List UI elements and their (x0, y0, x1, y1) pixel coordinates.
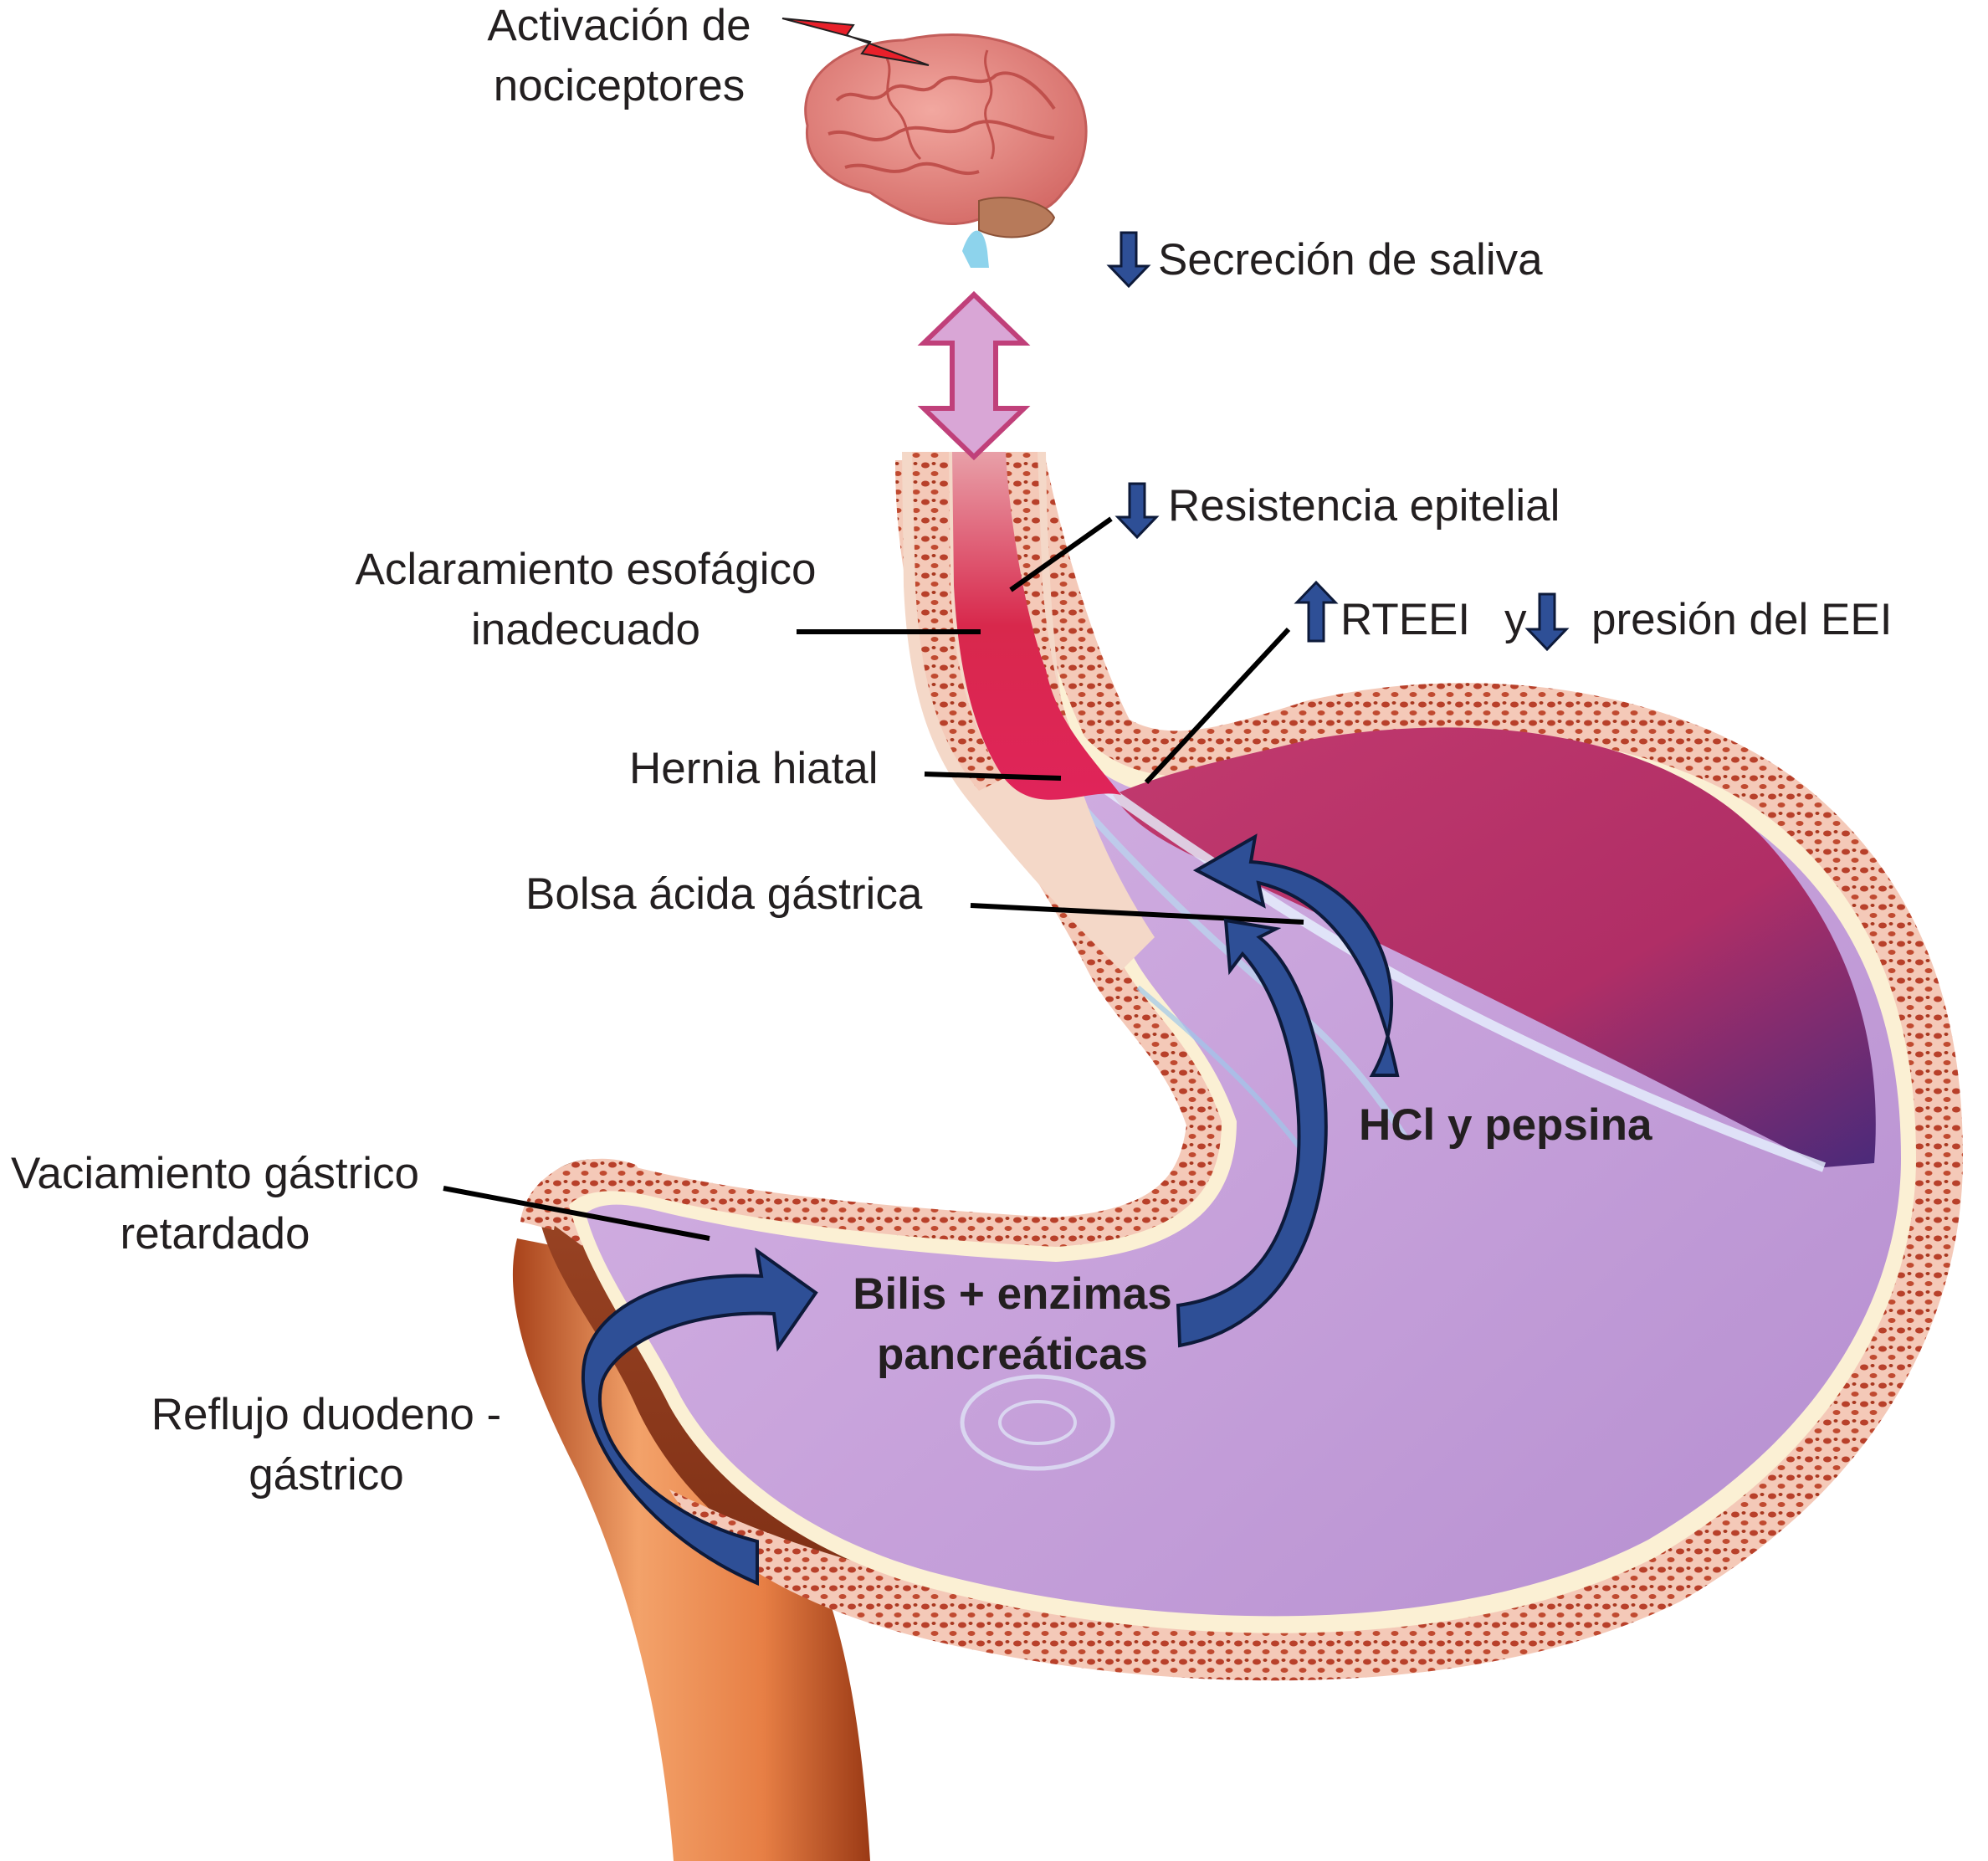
label-reflujo-line2: gástrico (248, 1450, 404, 1500)
label-hernia-hiatal: Hernia hiatal (629, 744, 879, 793)
label-resistencia-epitelial: Resistencia epitelial (1168, 481, 1560, 531)
arrow-up-icon (1294, 580, 1339, 643)
esophagus (902, 452, 1155, 971)
reflux-arrow-duodeno (581, 1247, 818, 1587)
pylorus (520, 1158, 653, 1230)
label-hcl-pepsina: HCl y pepsina (1359, 1100, 1652, 1150)
brain-icon (804, 33, 1088, 268)
label-bolsa-acida: Bolsa ácida gástrica (525, 869, 923, 919)
leader-lines (443, 516, 1304, 1241)
label-nociceptores-line2: nociceptores (493, 61, 746, 110)
duodenum (512, 1238, 870, 1861)
arrow-down-icon (1524, 592, 1570, 652)
label-vaciamiento-line1: Vaciamiento gástrico (10, 1149, 420, 1198)
label-secrecion-saliva: Secreción de saliva (1158, 235, 1543, 285)
label-nociceptores-line1: Activación de (487, 1, 751, 50)
label-bilis-line1: Bilis + enzimas (853, 1269, 1172, 1319)
label-vaciamiento-line2: retardado (120, 1209, 310, 1259)
label-rteei: RTEEI (1340, 595, 1471, 644)
stomach-lumen (569, 460, 1916, 1633)
label-bilis-line2: pancreáticas (876, 1330, 1149, 1379)
reflux-arrow-bilis-up (1176, 918, 1328, 1348)
arrow-down-icon (1114, 482, 1160, 540)
label-aclaramiento-line1: Aclaramiento esofágico (355, 545, 817, 594)
label-y: y (1504, 595, 1527, 644)
label-aclaramiento-line2: inadecuado (470, 605, 701, 654)
arrow-down-icon (1106, 231, 1151, 289)
lightning-icon (781, 18, 930, 66)
double-arrow-icon (917, 290, 1031, 461)
label-reflujo-line1: Reflujo duodeno - (151, 1390, 502, 1439)
label-presion-eei: presión del EEI (1591, 595, 1893, 644)
reflux-arrow-hcl (1192, 833, 1400, 1077)
